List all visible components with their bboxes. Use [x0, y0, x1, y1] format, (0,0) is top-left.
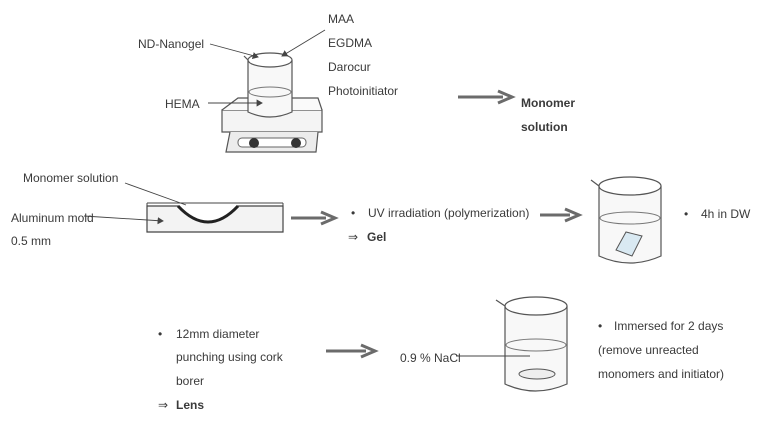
immersed-line3: monomers and initiator) [598, 367, 725, 381]
bullet-dw: • [684, 207, 689, 221]
result-monomer-line2: solution [521, 120, 568, 134]
callout-lines-step1 [208, 29, 326, 107]
arrow-to-monomer-solution [458, 89, 516, 105]
dw-text: 4h in DW [701, 207, 751, 221]
punch-line1: 12mm diameter [176, 327, 260, 341]
nacl-label: 0.9 % NaCl [400, 351, 461, 365]
aluminum-mold-icon [146, 202, 284, 233]
arrow-to-nacl [326, 343, 379, 359]
ingredient-darocur: Darocur [328, 60, 371, 74]
bullet-uv: • [351, 206, 356, 220]
punch-line2: punching using cork [176, 350, 283, 364]
aluminum-mold-label: Aluminum mold [11, 211, 94, 225]
bullet-punch: • [158, 327, 163, 341]
bullet-immersed: • [598, 319, 603, 333]
gel-arrow-icon: ⇒ [348, 230, 359, 244]
arrow-to-dw-beaker [540, 207, 583, 223]
callout-lines-step2 [83, 182, 187, 225]
thickness-label: 0.5 mm [11, 234, 52, 248]
nacl-beaker-icon [495, 296, 568, 392]
result-monomer-line1: Monomer [521, 96, 575, 110]
nanogel-label: ND-Nanogel [138, 37, 205, 51]
immersed-line2: (remove unreacted [598, 343, 699, 357]
beaker-icon [243, 52, 293, 118]
hema-label: HEMA [165, 97, 200, 111]
arrow-to-uv [291, 210, 339, 226]
gel-result: Gel [367, 230, 387, 244]
magnetic-stirrer-icon [221, 97, 323, 153]
ingredient-maa: MAA [328, 12, 355, 26]
ingredient-photoinitiator: Photoinitiator [328, 84, 399, 98]
immersed-line1: Immersed for 2 days [614, 319, 724, 333]
monomer-solution-label: Monomer solution [23, 171, 119, 185]
dw-beaker-icon [590, 176, 662, 264]
lens-arrow-icon: ⇒ [158, 398, 169, 412]
ingredient-egdma: EGDMA [328, 36, 373, 50]
punch-line3: borer [176, 374, 205, 388]
uv-irradiation-text: UV irradiation (polymerization) [368, 206, 530, 220]
lens-result: Lens [176, 398, 205, 412]
